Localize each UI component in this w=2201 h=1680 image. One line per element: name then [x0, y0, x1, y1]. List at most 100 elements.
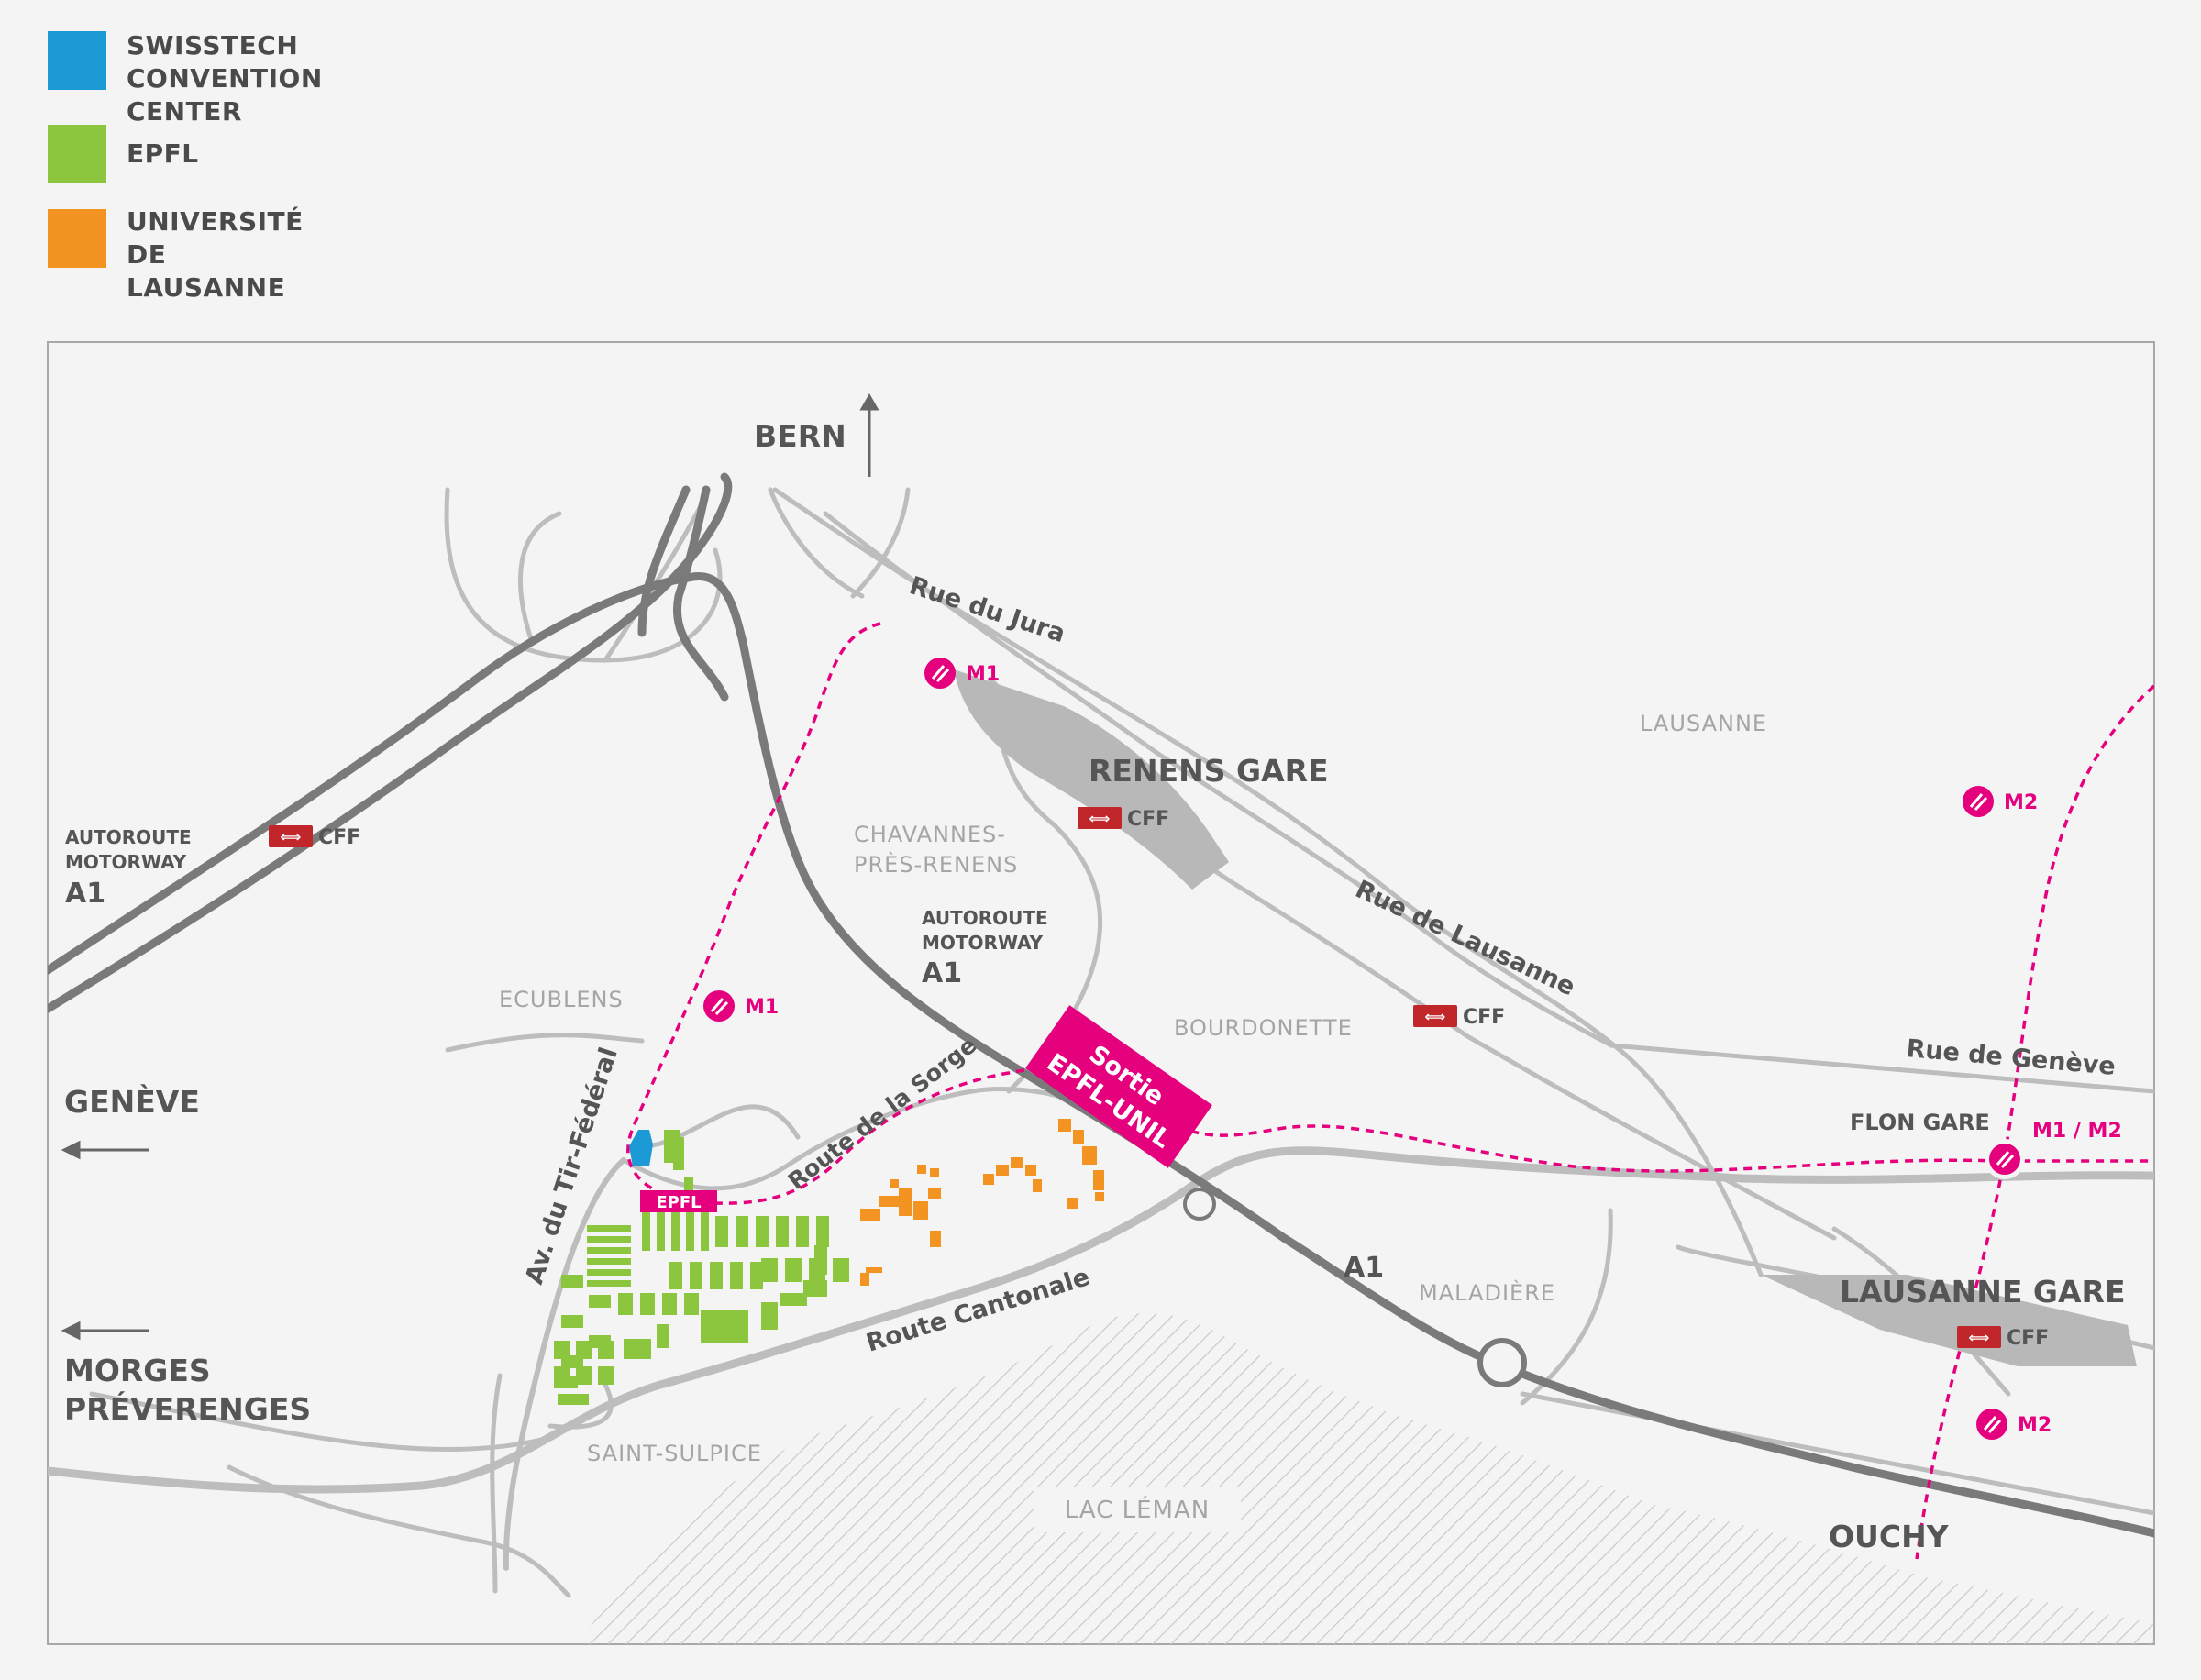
metro-icon	[703, 990, 735, 1022]
metro-m1m2-flon: M1 / M2	[1985, 1120, 2122, 1179]
building-footprint	[657, 1324, 669, 1348]
cff-marker-prilly: ⟺ CFF	[1413, 1005, 1505, 1029]
building-footprint	[561, 1275, 583, 1288]
building-footprint	[761, 1258, 778, 1282]
cff-lausanne-label: CFF	[2007, 1327, 2049, 1350]
district-maladiere: MALADIÈRE	[1419, 1279, 1555, 1306]
direction-morges-line-2: PRÉVERENGES	[64, 1390, 311, 1427]
cff-marker-renens: ⟺ CFF	[1078, 807, 1169, 831]
building-footprint	[669, 1262, 682, 1289]
building-footprint	[860, 1273, 869, 1286]
cff-renens-label: CFF	[1127, 808, 1169, 831]
lake-label-box: LAC LÉMAN	[1034, 1487, 1241, 1532]
station-labels: RENENS GARE LAUSANNE GARE FLON GARE	[1089, 753, 2126, 1310]
metro-icon	[1989, 1144, 2020, 1175]
building-footprint	[1073, 1130, 1084, 1144]
building-footprint	[776, 1216, 789, 1247]
building-footprint	[736, 1216, 748, 1247]
building-footprint	[913, 1201, 928, 1220]
building-footprint	[589, 1295, 611, 1308]
building-footprint	[671, 1210, 680, 1251]
district-chavannes: CHAVANNES-PRÈS-RENENS	[854, 822, 1018, 878]
direction-morges-line-1: MORGES	[64, 1353, 211, 1388]
road-a1: A1	[1344, 1252, 1384, 1284]
building-footprint	[662, 1293, 677, 1315]
building-footprint	[640, 1293, 655, 1315]
building-footprint	[598, 1366, 614, 1385]
building-footprint	[879, 1196, 902, 1207]
building-footprint	[576, 1366, 592, 1385]
legend-swatch-unil	[48, 209, 106, 268]
direction-ouchy: OUCHY	[1829, 1519, 1950, 1554]
autoroute-label-west: AUTOROUTE MOTORWAY	[65, 826, 192, 873]
building-footprint	[750, 1262, 763, 1289]
building-footprint	[673, 1137, 684, 1170]
building-footprint	[730, 1262, 743, 1289]
cff-west-icon: ⟺	[281, 828, 302, 846]
epfl-buildings	[554, 1130, 849, 1405]
metro-m1-ecublens: M1	[703, 990, 779, 1022]
building-footprint	[866, 1267, 882, 1273]
building-footprint	[780, 1293, 807, 1306]
roundabout-maladiere	[1477, 1338, 1527, 1387]
a1-label-west: A1	[65, 878, 105, 910]
roundabout-bourdonette	[1183, 1188, 1216, 1221]
building-footprint	[816, 1216, 829, 1247]
building-footprint	[860, 1209, 880, 1221]
building-footprint	[657, 1210, 665, 1251]
building-footprint	[587, 1236, 631, 1243]
building-footprint	[618, 1293, 633, 1315]
legend-swatch-epfl	[48, 125, 106, 183]
metro-m1-renens: M1	[924, 658, 1000, 689]
geneve-arrow	[61, 1140, 149, 1160]
building-footprint	[587, 1225, 631, 1232]
building-footprint	[1025, 1165, 1036, 1176]
av-du-tir-federal	[503, 1157, 626, 1571]
direction-geneve: GENÈVE	[64, 1083, 200, 1120]
building-footprint	[642, 1210, 650, 1251]
autoroute-label-west-line-2: MOTORWAY	[65, 851, 187, 873]
building-footprint	[814, 1245, 827, 1275]
cff-west-label: CFF	[318, 826, 360, 849]
building-footprint	[899, 1188, 912, 1216]
building-footprint	[803, 1280, 827, 1297]
metro-m1m2-label: M1 / M2	[2032, 1120, 2122, 1143]
cff-markers: ⟺ CFF ⟺ CFF ⟺ CFF ⟺ CFF	[269, 807, 2049, 1350]
legend-label-swisstech: SWISSTECH CONVENTION CENTER	[127, 30, 323, 127]
station-renens-gare: RENENS GARE	[1089, 753, 1329, 789]
station-flon-gare: FLON GARE	[1850, 1110, 1990, 1135]
autoroute-label-west-line-1: AUTOROUTE	[65, 826, 192, 848]
building-footprint	[576, 1341, 592, 1359]
building-footprint	[796, 1216, 809, 1247]
building-footprint	[684, 1177, 693, 1194]
building-footprint	[701, 1210, 709, 1251]
building-footprint	[1058, 1119, 1071, 1132]
cff-lausanne-icon: ⟺	[1969, 1329, 1990, 1346]
building-footprint	[624, 1339, 651, 1359]
morges-arrow	[61, 1321, 149, 1341]
building-footprint	[710, 1262, 723, 1289]
metro-icon	[1976, 1409, 2007, 1440]
metro-m2-lausanne-north: M2	[1963, 786, 2038, 817]
building-footprint	[785, 1258, 802, 1282]
metro-m1-renens-label: M1	[966, 663, 1000, 686]
metro-icon	[1963, 786, 1994, 817]
building-footprint	[715, 1216, 728, 1247]
building-footprint	[930, 1168, 939, 1177]
cff-marker-lausanne: ⟺ CFF	[1957, 1326, 2049, 1350]
district-ecublens: ECUBLENS	[499, 987, 624, 1012]
building-footprint	[587, 1247, 631, 1254]
station-lausanne-gare: LAUSANNE GARE	[1840, 1274, 2126, 1310]
district-chavannes-line-1: CHAVANNES-	[854, 822, 1006, 847]
m2-metro-line	[1915, 684, 2154, 1560]
building-footprint	[996, 1165, 1009, 1176]
building-footprint	[833, 1258, 849, 1282]
district-bourdonette: BOURDONETTE	[1174, 1015, 1353, 1041]
legend-label-unil: UNIVERSITÉ DE LAUSANNE	[127, 206, 304, 303]
lausanne-gare-tracks	[1761, 1275, 2137, 1366]
